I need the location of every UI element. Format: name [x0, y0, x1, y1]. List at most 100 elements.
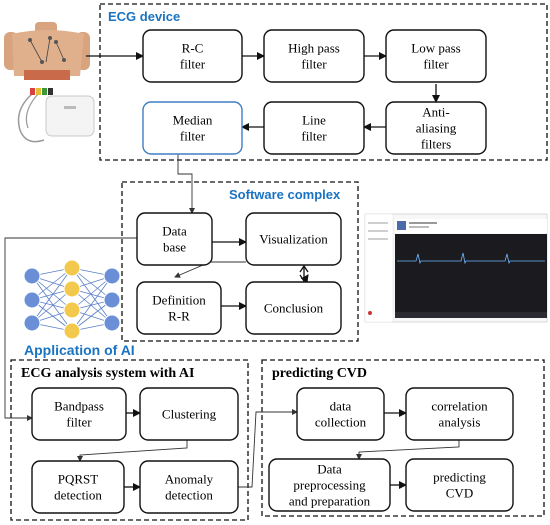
nn-neuron [23, 291, 41, 309]
nn-connection [71, 275, 113, 311]
line-filter-box [263, 101, 365, 155]
median-filter-box [142, 101, 243, 155]
nn-neuron [63, 259, 81, 277]
pqrst-label-line: detection [54, 488, 102, 503]
nn-connection [71, 267, 113, 301]
conclusion-label-line: Conclusion [264, 301, 324, 316]
visualization-label-line: Visualization [259, 232, 328, 247]
high-pass-label-line: High pass [288, 41, 340, 56]
preprocessing-box [268, 458, 391, 512]
predicting-cvd-frame [261, 359, 545, 517]
nn-connection [31, 288, 73, 324]
anti-aliasing-label-line: Anti- [422, 105, 449, 120]
low-pass-box [385, 29, 487, 83]
predicting-box [405, 458, 514, 512]
line-filter-label-line: filter [301, 129, 327, 144]
software-complex-frame [121, 181, 359, 342]
median-filter-label-line: Median [173, 113, 213, 128]
ecg-analysis-frame [10, 359, 249, 521]
pqrst-box [31, 460, 125, 514]
ecg-monitor-screenshot [364, 213, 548, 323]
ecg-device-frame [99, 3, 548, 161]
preprocessing-label-line: Data [317, 462, 342, 477]
definition-rr-label-line: R-R [168, 309, 190, 324]
anomaly-label-line: detection [165, 488, 213, 503]
data-base-box [136, 212, 213, 266]
anomaly-box [139, 460, 239, 514]
high-pass-box [263, 29, 365, 83]
nn-neuron [23, 314, 41, 332]
conclusion-node: Conclusion [245, 281, 342, 335]
visualization-box [245, 212, 342, 266]
data-base-label-line: base [163, 240, 186, 255]
correlation-label-line: analysis [439, 415, 481, 430]
rc-filter-label-line: R-C [182, 41, 204, 56]
nn-connection [31, 275, 73, 332]
pqrst-label-line: PQRST [58, 472, 99, 487]
ecg-device-title: ECG device [108, 9, 180, 24]
nn-neuron [63, 301, 81, 319]
preprocessing-label-line: and preparation [289, 494, 371, 509]
clustering-box [139, 387, 239, 441]
bandpass-label-line: Bandpass [54, 399, 104, 414]
correlation-box [405, 387, 514, 441]
low-pass-label-line: Low pass [411, 41, 460, 56]
nn-neuron [63, 280, 81, 298]
nn-connection [31, 267, 73, 301]
predicting-label-line: predicting [433, 470, 486, 485]
conclusion-box [245, 281, 342, 335]
nn-neuron [103, 267, 121, 285]
nn-neuron [103, 314, 121, 332]
data-collection-label-line: data [330, 399, 352, 414]
ecg-monitor-screen [395, 234, 547, 318]
nn-neuron [63, 322, 81, 340]
nn-connection [71, 288, 113, 324]
preprocessing-label-line: preprocessing [293, 478, 366, 493]
data-collection-box [296, 387, 385, 441]
visualization-node: Visualization [245, 212, 342, 266]
nn-connection [31, 275, 73, 311]
nn-connection [71, 275, 113, 332]
predicting-cvd-title: predicting CVD [272, 366, 367, 381]
neural-network-icon [23, 259, 121, 340]
anti-aliasing-label-line: aliasing [416, 121, 457, 136]
nn-connection [71, 267, 113, 324]
nn-neuron [23, 267, 41, 285]
anomaly-label-line: Anomaly [165, 472, 214, 487]
definition-rr-label-line: Definition [152, 293, 206, 308]
rc-filter-label-line: filter [180, 57, 206, 72]
ecg-analysis-title: ECG analysis system with AI [21, 366, 194, 381]
data-base-label-line: Data [162, 224, 187, 239]
high-pass-label-line: filter [301, 57, 327, 72]
line-filter-label-line: Line [302, 113, 326, 128]
human-torso-icon [4, 22, 90, 80]
clustering-label-line: Clustering [162, 407, 217, 422]
clustering-node: Clustering [139, 387, 239, 441]
ecg-device-icon [17, 88, 95, 143]
median-filter-label-line: filter [180, 129, 206, 144]
predicting-label-line: CVD [446, 486, 473, 501]
bandpass-box [31, 387, 127, 441]
anti-aliasing-box [385, 101, 487, 155]
correlation-label-line: correlation [431, 399, 488, 414]
definition-rr-box [136, 281, 222, 335]
software-complex-title: Software complex [229, 187, 341, 202]
